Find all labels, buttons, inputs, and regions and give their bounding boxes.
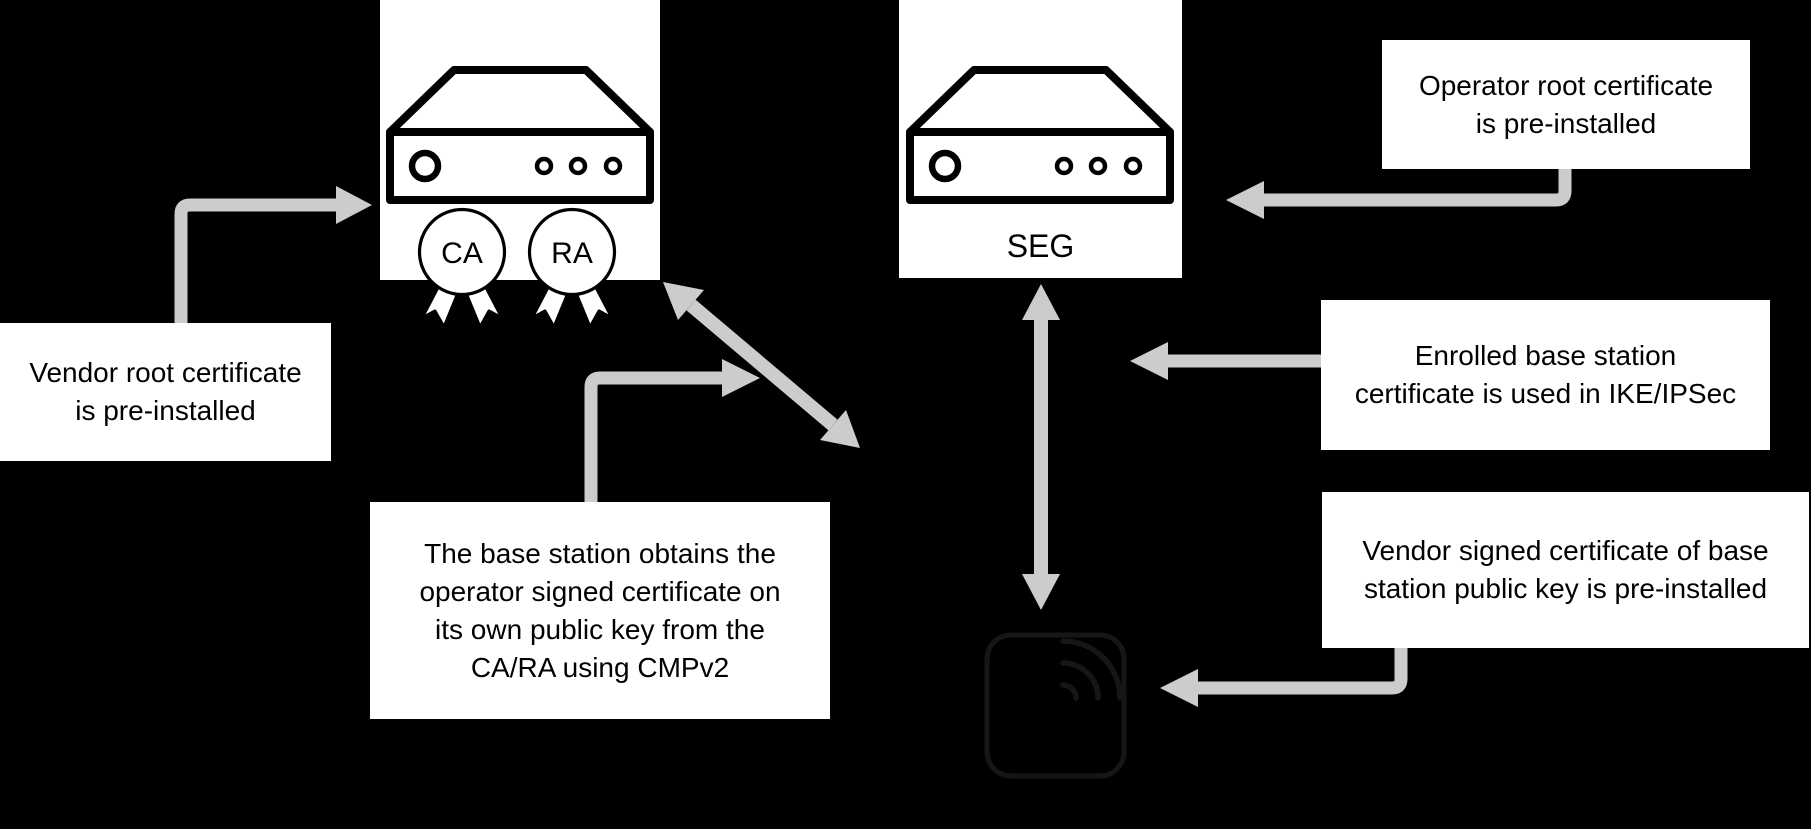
callout-line: Operator root certificate bbox=[1418, 69, 1714, 101]
base-station-wireless-icon bbox=[984, 632, 1127, 779]
callout-line: Vendor signed certificate of base bbox=[1362, 535, 1769, 566]
seg-server-node: SEG bbox=[899, 0, 1182, 278]
callout-line: Vendor root certificate bbox=[29, 357, 302, 388]
arrowhead-left-icon bbox=[1226, 181, 1264, 219]
arrowhead-left-icon bbox=[1160, 669, 1198, 707]
callout-vendor-signed-certificate: Vendor signed certificate of base statio… bbox=[1322, 492, 1809, 648]
ca-certificate-seal-icon: CA bbox=[417, 207, 507, 329]
callout-line: is pre-installed bbox=[75, 395, 256, 426]
ca-ra-server-node: CA RA bbox=[380, 0, 660, 329]
callout-line: its own public key from the bbox=[435, 613, 765, 645]
callout-line: CA/RA using CMPv2 bbox=[470, 651, 730, 683]
callout-line: certificate is used in IKE/IPSec bbox=[1354, 378, 1737, 409]
arrow-seg-basestation-link bbox=[1022, 284, 1060, 610]
arrowhead-right-icon bbox=[722, 359, 760, 397]
ra-certificate-seal-icon: RA bbox=[527, 207, 617, 329]
callout-line: operator signed certificate on bbox=[419, 575, 781, 607]
callout-vendor-root-certificate: Vendor root certificate is pre-installed bbox=[0, 323, 331, 461]
ca-seal-label: CA bbox=[441, 237, 483, 270]
callout-line: station public key is pre-installed bbox=[1363, 573, 1768, 604]
callout-line: The base station obtains the bbox=[424, 537, 776, 569]
callout-cmpv2-enrollment: The base station obtains the operator si… bbox=[370, 502, 830, 719]
server-icon bbox=[906, 66, 1174, 204]
arrowhead-right-icon bbox=[336, 186, 372, 224]
arrow-cmpv2-enrollment bbox=[584, 359, 760, 502]
arrowhead-upleft-icon bbox=[663, 282, 704, 320]
seg-node-label: SEG bbox=[1006, 228, 1075, 264]
ra-seal-label: RA bbox=[551, 237, 593, 270]
callout-line: is pre-installed bbox=[1475, 107, 1657, 139]
arrow-basestation-cara-link bbox=[663, 282, 860, 448]
callout-line: Enrolled base station bbox=[1414, 340, 1677, 371]
arrow-operator-root-cert bbox=[1226, 169, 1572, 219]
callout-operator-root-certificate: Operator root certificate is pre-install… bbox=[1382, 40, 1750, 169]
arrowhead-up-icon bbox=[1022, 284, 1060, 320]
arrowhead-downright-icon bbox=[820, 410, 860, 448]
arrow-vendor-root-cert bbox=[174, 186, 372, 323]
arrowhead-down-icon bbox=[1022, 574, 1060, 610]
arrowhead-left-icon bbox=[1130, 342, 1168, 380]
arrow-vendor-signed-cert bbox=[1160, 648, 1408, 707]
server-icon bbox=[386, 66, 654, 204]
callout-enrolled-certificate: Enrolled base station certificate is use… bbox=[1321, 300, 1770, 450]
arrow-enrolled-cert bbox=[1130, 342, 1321, 380]
